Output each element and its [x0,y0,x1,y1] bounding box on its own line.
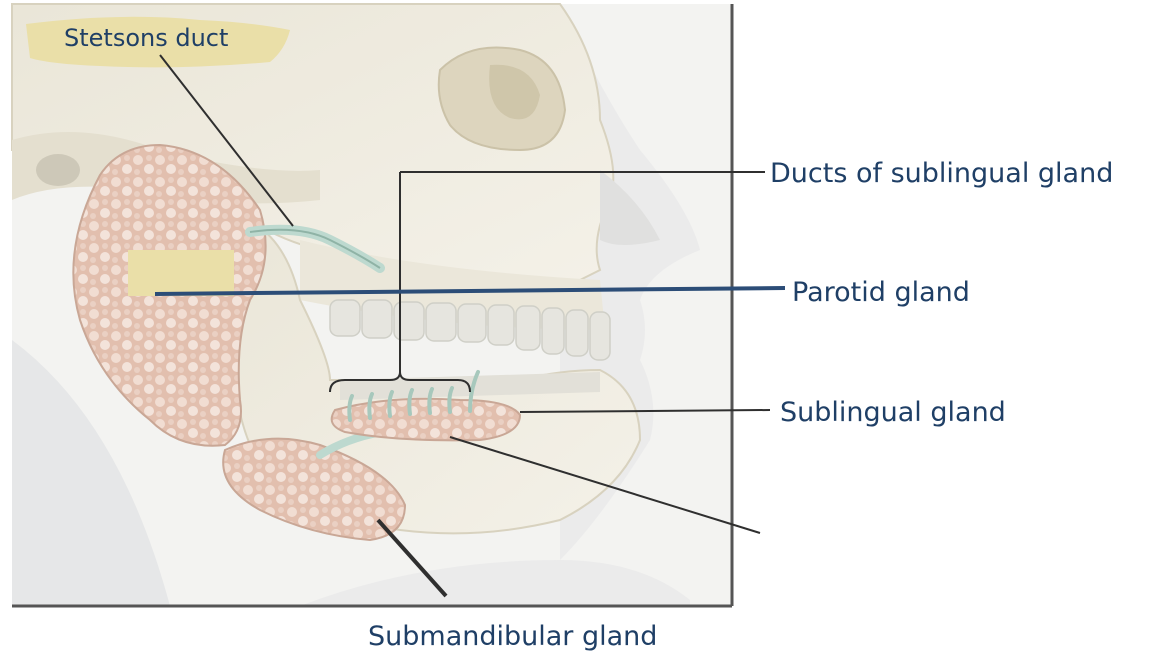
parotid-label-patch [128,250,234,296]
label-sublingual-gland: Sublingual gland [780,399,1006,426]
sublingual-gland-shape [332,399,520,441]
label-stetsons-duct: Stetsons duct [64,26,228,50]
label-ducts-of-sublingual-gland: Ducts of sublingual gland [770,160,1113,187]
label-submandibular-gland: Submandibular gland [368,623,657,650]
label-parotid-gland: Parotid gland [792,279,970,306]
ear-canal [36,154,80,186]
